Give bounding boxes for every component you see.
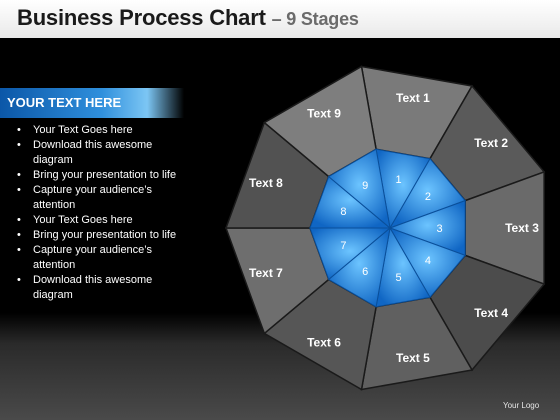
bullet-item: Download this awesome diagram	[17, 273, 177, 303]
inner-number-2: 2	[425, 191, 431, 203]
inner-number-5: 5	[396, 272, 402, 284]
bullet-list: Your Text Goes here Download this awesom…	[17, 123, 177, 303]
outer-label-1: Text 1	[396, 91, 430, 105]
bullet-item: Capture your audience’s attention	[17, 183, 177, 213]
inner-numbers: 1 2 3 4 5 6 7 8 9	[340, 174, 442, 284]
page-title: Business Process Chart – 9 Stages	[17, 5, 359, 30]
bullet-item: Download this awesome diagram	[17, 138, 177, 168]
outer-labels: Text 1 Text 2 Text 3 Text 4 Text 5 Text 6 Text…	[249, 91, 539, 365]
outer-label-8: Text 8	[249, 176, 283, 190]
outer-label-3: Text 3	[505, 221, 539, 235]
outer-label-6: Text 6	[307, 335, 341, 349]
inner-number-8: 8	[340, 206, 346, 218]
title-bar: Business Process Chart – 9 Stages	[0, 0, 560, 38]
page-subtitle: – 9 Stages	[271, 9, 359, 29]
bullet-item: Capture your audience’s attention	[17, 243, 177, 273]
inner-number-9: 9	[362, 180, 368, 192]
outer-label-5: Text 5	[396, 351, 430, 365]
sidebar-header-text: YOUR TEXT HERE	[7, 95, 122, 110]
outer-label-7: Text 7	[249, 266, 283, 280]
inner-number-1: 1	[396, 174, 402, 186]
outer-label-9: Text 9	[307, 107, 341, 121]
outer-label-4: Text 4	[474, 306, 508, 320]
inner-segment-9	[327, 148, 391, 230]
bullet-item: Your Text Goes here	[17, 123, 177, 138]
bullet-item: Bring your presentation to life	[17, 168, 177, 183]
inner-segments	[309, 148, 467, 308]
outer-label-2: Text 2	[474, 136, 508, 150]
bullet-item: Bring your presentation to life	[17, 228, 177, 243]
inner-number-6: 6	[362, 266, 368, 278]
inner-number-7: 7	[340, 240, 346, 252]
logo-text: Your Logo	[503, 401, 540, 410]
outer-segments	[224, 65, 546, 391]
bullet-item: Your Text Goes here	[17, 213, 177, 228]
inner-number-4: 4	[425, 255, 431, 267]
inner-number-3: 3	[437, 223, 443, 235]
sidebar-header: YOUR TEXT HERE	[0, 88, 184, 118]
